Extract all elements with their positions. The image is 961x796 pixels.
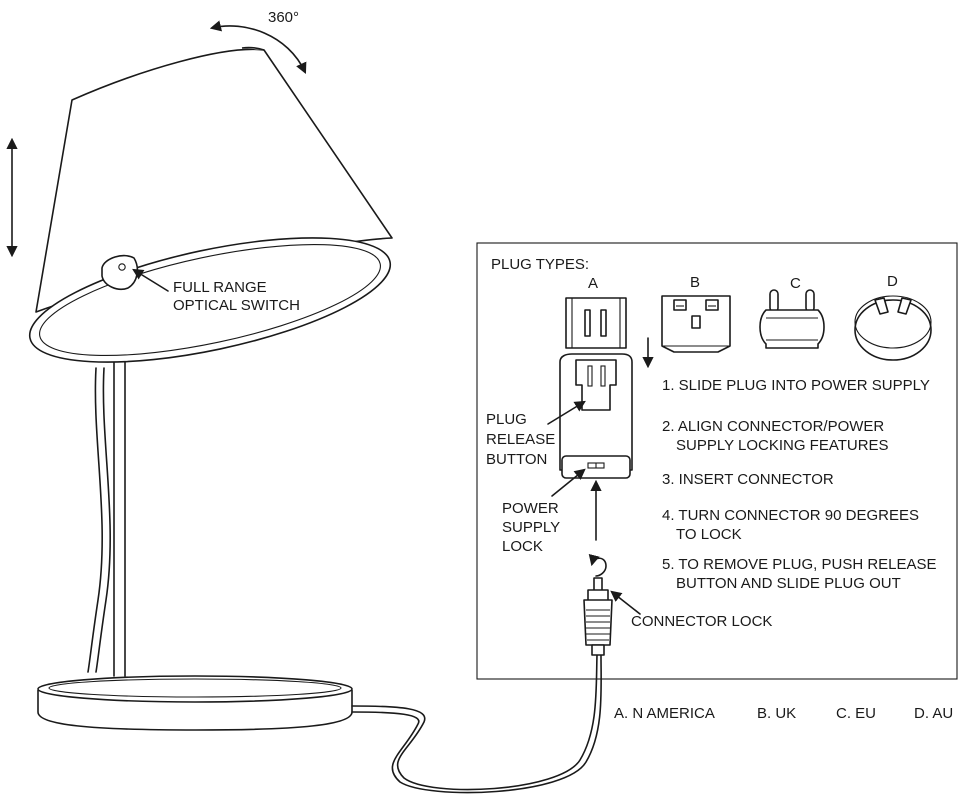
- release-label-line-3: BUTTON: [486, 451, 547, 468]
- optical-switch-label-line-2: OPTICAL SWITCH: [173, 297, 300, 314]
- optical-switch-pointer: [132, 268, 169, 292]
- rotation-arrow-icon: [209, 20, 307, 75]
- lock-label-line-3: LOCK: [502, 538, 543, 555]
- optical-switch-sensor-icon: [118, 263, 126, 271]
- plug-b-uk-icon: [661, 295, 731, 353]
- plug-d-au-icon: [854, 295, 932, 361]
- release-label-line-2: RELEASE: [486, 431, 555, 448]
- step-4-line-1: 4. TURN CONNECTOR 90 DEGREES: [662, 507, 919, 524]
- legend-d: D. AU: [914, 705, 953, 722]
- release-button-pointer: [547, 400, 586, 425]
- optical-switch-label-line-1: FULL RANGE: [173, 279, 267, 296]
- step-5-line-2: BUTTON AND SLIDE PLUG OUT: [676, 575, 901, 592]
- plug-letter-a: A: [588, 275, 598, 292]
- connector-lock-label: CONNECTOR LOCK: [631, 613, 772, 630]
- plug-c-eu-icon: [759, 289, 825, 349]
- step-3: 3. INSERT CONNECTOR: [662, 471, 834, 488]
- plug-letter-c: C: [790, 275, 801, 292]
- power-cord: [351, 654, 598, 791]
- lamp-base: [37, 675, 353, 731]
- step-1: 1. SLIDE PLUG INTO POWER SUPPLY: [662, 377, 930, 394]
- plug-panel: PLUG TYPES: A B C D: [476, 242, 958, 680]
- turn-lock-arrow-icon: [588, 553, 607, 577]
- lock-label-line-2: SUPPLY: [502, 519, 560, 536]
- optical-switch[interactable]: [101, 254, 139, 291]
- plug-a-n-america-icon: [565, 297, 627, 349]
- release-label-line-1: PLUG: [486, 411, 527, 428]
- power-supply-lock-pointer: [551, 468, 586, 497]
- lamp-stem: [113, 361, 126, 677]
- power-supply: [559, 353, 633, 479]
- legend-b: B. UK: [757, 705, 796, 722]
- step-5-line-1: 5. TO REMOVE PLUG, PUSH RELEASE: [662, 556, 937, 573]
- step-2-line-1: 2. ALIGN CONNECTOR/POWER: [662, 418, 884, 435]
- legend-a: A. N AMERICA: [614, 705, 715, 722]
- step-4-line-2: TO LOCK: [676, 526, 742, 543]
- legend-c: C. EU: [836, 705, 876, 722]
- connector[interactable]: [583, 577, 613, 656]
- step-2-line-2: SUPPLY LOCKING FEATURES: [676, 437, 889, 454]
- rotation-label: 360°: [268, 9, 299, 26]
- lamp-internal-cord: [87, 367, 103, 673]
- plug-types-title: PLUG TYPES:: [491, 256, 589, 273]
- connector-lock-pointer: [610, 590, 641, 615]
- lamp: [6, 20, 602, 794]
- plug-letter-d: D: [887, 273, 898, 290]
- plug-letter-b: B: [690, 274, 700, 291]
- lock-label-line-1: POWER: [502, 500, 559, 517]
- lamp-shade: [28, 46, 393, 363]
